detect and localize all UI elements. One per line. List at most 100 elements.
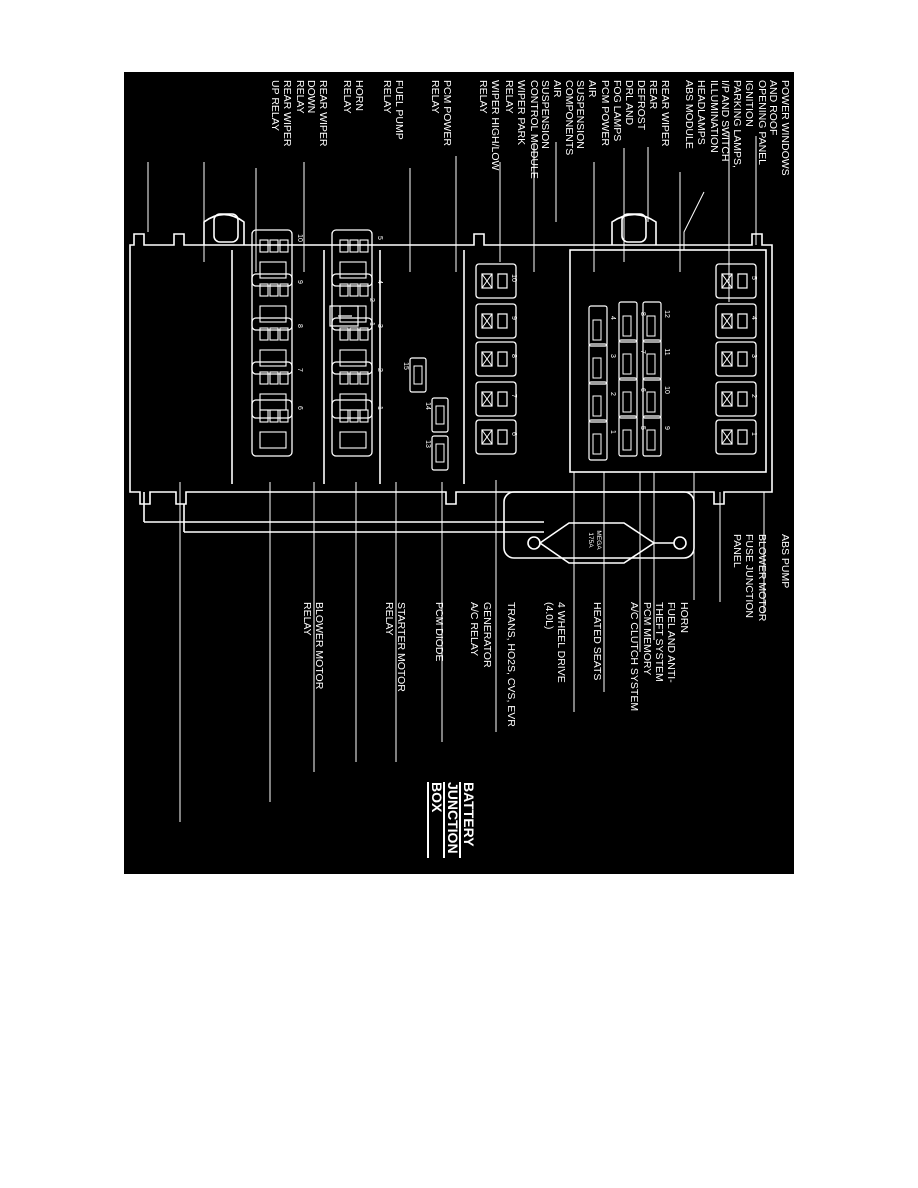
diode-number: 2	[368, 298, 375, 302]
diode-number: 1	[368, 322, 375, 326]
mini-fuse-number: 3	[609, 354, 616, 358]
relay-number: 5	[376, 236, 383, 240]
mini-fuse-2	[588, 381, 608, 423]
relay-number: 3	[376, 324, 383, 328]
mini-fuse-11	[642, 339, 662, 381]
label-starter-motor-relay: STARTER MOTOR RELAY	[383, 602, 408, 692]
maxi-fuse-number: 7	[510, 394, 517, 398]
mini-fuse-panel	[569, 249, 767, 473]
label-rear-wiper-down-relay: REAR WIPER DOWN RELAY	[294, 80, 329, 147]
maxi-fuse-8	[475, 341, 517, 377]
label-horn: HORN	[678, 602, 690, 633]
label-ignition: IGNITION	[743, 80, 755, 127]
relay-number: 1	[376, 406, 383, 410]
maxi-fuse-7	[475, 381, 517, 417]
label-heated-seats: HEATED SEATS	[591, 602, 603, 681]
label-wiper-park-relay: WIPER PARK RELAY	[503, 80, 528, 146]
mini-fuse-9	[642, 415, 662, 457]
maxi-fuse-number: 2	[750, 394, 757, 398]
relay-number: 9	[296, 280, 303, 284]
small-fuse-number: 15	[402, 362, 409, 370]
relay-2	[331, 361, 373, 419]
label-fuel-pump-relay: FUEL PUMP RELAY	[381, 80, 406, 140]
label-parking-lamps: PARKING LAMPS, I/P AND SWITCH ILLUMINATI…	[708, 80, 743, 168]
relay-5	[331, 229, 373, 287]
small-fuse-number: 14	[424, 402, 431, 410]
mini-fuse-5	[618, 415, 638, 457]
maxi-fuse-10	[475, 263, 517, 299]
maxi-fuse-number: 5	[750, 276, 757, 280]
box-outline	[129, 233, 773, 505]
mini-fuse-number: 4	[609, 316, 616, 320]
leader-line	[683, 191, 705, 250]
mini-fuse-number: 11	[663, 348, 670, 355]
mega-fuse-label: MEGA	[595, 530, 602, 550]
label-fuel-anti-theft: FUEL AND ANTI- THEFT SYSTEM	[653, 602, 678, 683]
mini-fuse-number: 9	[663, 426, 670, 430]
label-abs-pump: ABS PUMP	[779, 534, 791, 589]
small-fuse-number: 13	[424, 440, 431, 448]
label-blower-motor-relay: BLOWER MOTOR RELAY	[301, 602, 326, 690]
relay-number: 2	[376, 368, 383, 372]
relay-4	[331, 273, 373, 331]
mounting-slot-left	[213, 213, 239, 243]
relay-10	[251, 229, 293, 287]
label-rear-defrost: REAR DEFROST	[635, 80, 660, 131]
maxi-fuse-9	[475, 303, 517, 339]
label-air-suspension-components: AIR SUSPENSION COMPONENTS	[563, 80, 598, 156]
label-ac-relay: A/C RELAY	[468, 602, 480, 657]
diagram-title-line3: BOX	[429, 782, 445, 813]
relay-number: 10	[296, 234, 303, 242]
maxi-fuse-3	[715, 341, 757, 377]
relay-number: 4	[376, 280, 383, 284]
relay-number: 8	[296, 324, 303, 328]
mini-fuse-3	[588, 343, 608, 385]
mega-fuse-rating: 175A	[587, 532, 594, 548]
relay-8	[251, 317, 293, 375]
label-abs-module: ABS MODULE	[683, 80, 695, 149]
pcm-diode	[329, 305, 359, 327]
maxi-fuse-1	[715, 419, 757, 455]
diagram-title-line2: JUNCTION	[445, 782, 461, 854]
maxi-fuse-4	[715, 303, 757, 339]
label-drl-fog-lamps: DRL AND FOG LAMPS	[611, 80, 636, 142]
label-layer: POWER WINDOWS AND ROOF OPENING PANEL IGN…	[124, 72, 794, 874]
label-headlamps: HEADLAMPS	[695, 80, 707, 145]
label-rear-wiper: REAR WIPER	[659, 80, 671, 147]
relay-3	[331, 317, 373, 375]
label-power-windows: POWER WINDOWS AND ROOF OPENING PANEL	[756, 80, 791, 176]
label-four-wheel-drive: 4 WHEEL DRIVE (4.0L)	[543, 602, 568, 683]
small-fuse-15	[409, 357, 427, 393]
mini-fuse-1	[588, 419, 608, 461]
label-blower-motor: BLOWER MOTOR	[756, 534, 768, 622]
maxi-fuse-number: 9	[510, 316, 517, 320]
mini-fuse-4	[588, 305, 608, 347]
mini-fuse-8	[618, 301, 638, 343]
maxi-fuse-number: 1	[750, 432, 757, 436]
label-wiper-high-low-relay: WIPER HIGH/LOW RELAY	[477, 80, 502, 171]
relay-number: 7	[296, 368, 303, 372]
relay-7	[251, 361, 293, 419]
label-pcm-power: PCM POWER	[599, 80, 611, 146]
label-air-suspension-control: AIR SUSPENSION CONTROL MODULE	[528, 80, 563, 179]
small-fuse-14	[431, 397, 449, 433]
label-rear-wiper-up-relay: REAR WIPER UP RELAY	[269, 80, 294, 147]
maxi-fuse-6	[475, 419, 517, 455]
maxi-fuse-number: 8	[510, 354, 517, 358]
mounting-slot-right	[621, 213, 647, 243]
relay-1	[331, 399, 373, 457]
label-pcm-power-relay: PCM POWER RELAY	[429, 80, 454, 146]
relay-9	[251, 273, 293, 331]
maxi-fuse-number: 3	[750, 354, 757, 358]
maxi-fuse-number: 10	[510, 274, 517, 282]
label-trans-ho2s: TRANS, HO2S, CVS, EVR	[505, 602, 517, 727]
mini-fuse-12	[642, 301, 662, 343]
label-ac-clutch: A/C CLUTCH SYSTEM	[628, 602, 640, 712]
mini-fuse-number: 1	[609, 430, 616, 434]
label-fuse-junction-panel: FUSE JUNCTION PANEL	[731, 534, 756, 618]
diagram-title-line1: BATTERY	[461, 782, 477, 847]
maxi-fuse-2	[715, 381, 757, 417]
mini-fuse-10	[642, 377, 662, 419]
